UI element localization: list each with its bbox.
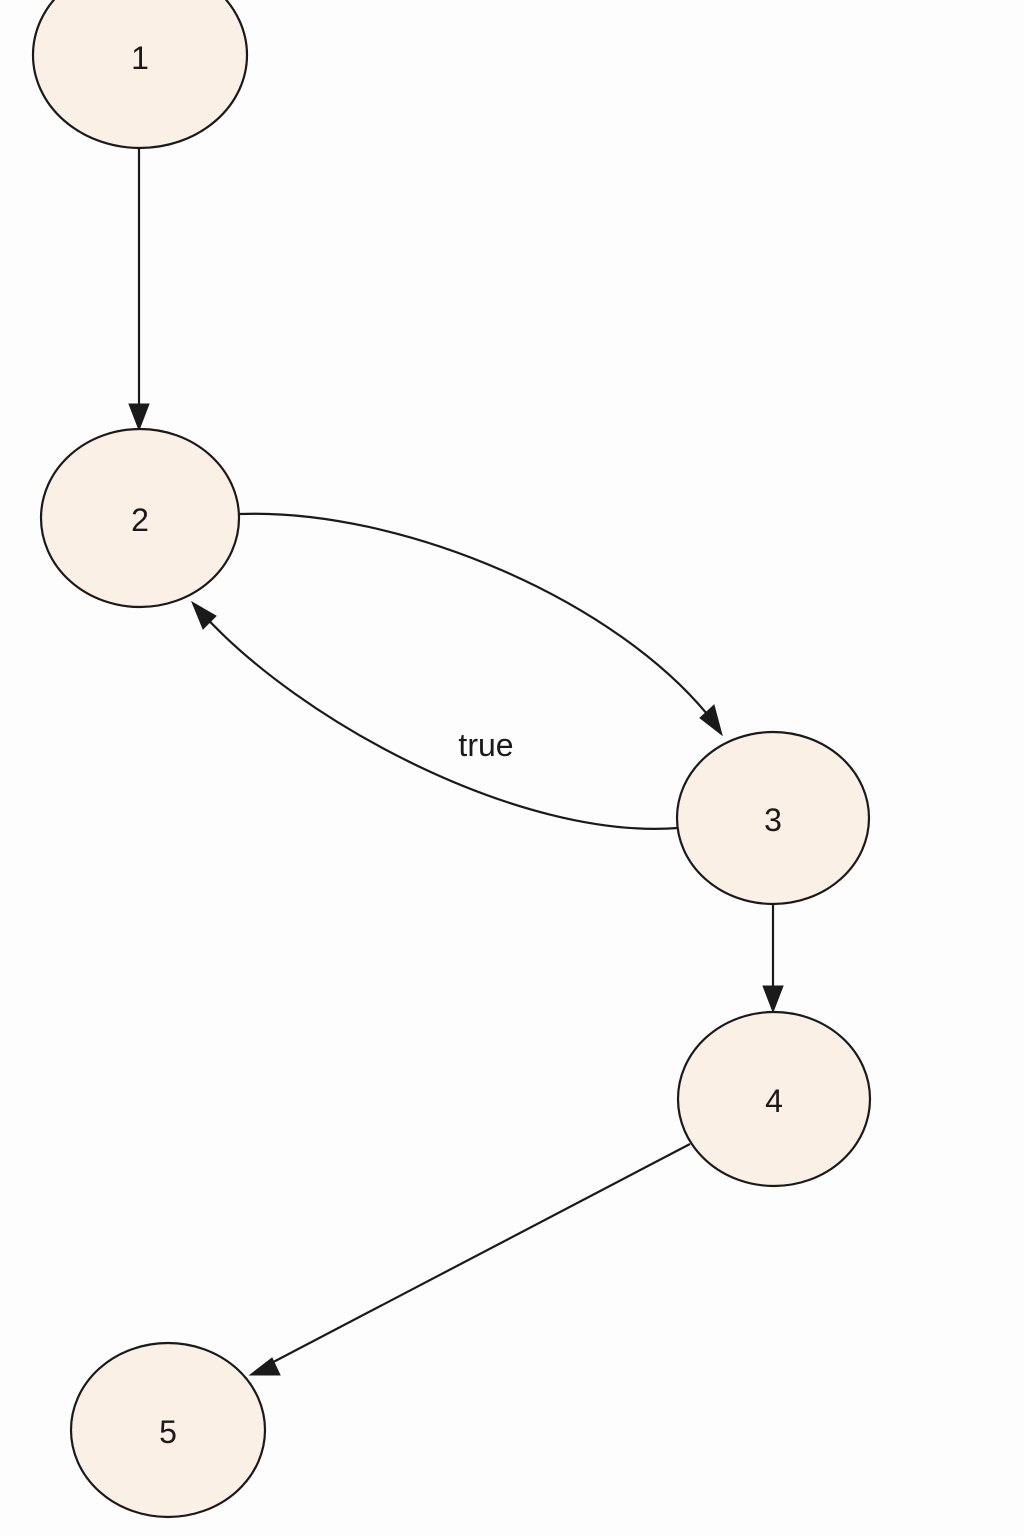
node-label-2: 2 <box>131 502 149 538</box>
arrowhead-icon-1-to-2 <box>128 403 150 432</box>
node-shape-2 <box>39 427 241 609</box>
node-1[interactable]: 1 <box>31 0 249 150</box>
edge-line-4-to-5 <box>259 1143 691 1370</box>
edge-4-to-5[interactable] <box>248 1143 691 1376</box>
arrowhead-icon-3-to-2 <box>190 600 217 630</box>
edge-3-to-2[interactable] <box>190 600 679 830</box>
arrowhead-icon-2-to-3 <box>699 704 723 737</box>
edge-label-layer: true <box>458 727 513 763</box>
node-shape-3 <box>675 730 871 906</box>
node-3[interactable]: 3 <box>675 730 871 906</box>
edge-line-2-to-3 <box>239 512 716 725</box>
node-2[interactable]: 2 <box>39 427 241 609</box>
node-label-1: 1 <box>131 40 149 76</box>
edge-label-true: true <box>458 727 513 763</box>
node-label-3: 3 <box>764 802 782 838</box>
edge-1-to-2[interactable] <box>128 148 150 432</box>
edge-2-to-3[interactable] <box>239 512 723 737</box>
node-label-4: 4 <box>765 1083 783 1119</box>
arrowhead-icon-3-to-4 <box>762 985 784 1014</box>
edge-line-3-to-2 <box>200 611 679 830</box>
node-label-5: 5 <box>159 1414 177 1450</box>
arrowhead-icon-4-to-5 <box>248 1357 281 1376</box>
node-layer: 1 2 3 4 5 <box>31 0 872 1519</box>
node-shape-1 <box>31 0 249 150</box>
node-5[interactable]: 5 <box>69 1341 267 1519</box>
edge-3-to-4[interactable] <box>762 903 784 1014</box>
node-4[interactable]: 4 <box>676 1010 872 1188</box>
node-shape-5 <box>69 1341 267 1519</box>
node-shape-4 <box>676 1010 872 1188</box>
edge-layer <box>128 148 784 1376</box>
